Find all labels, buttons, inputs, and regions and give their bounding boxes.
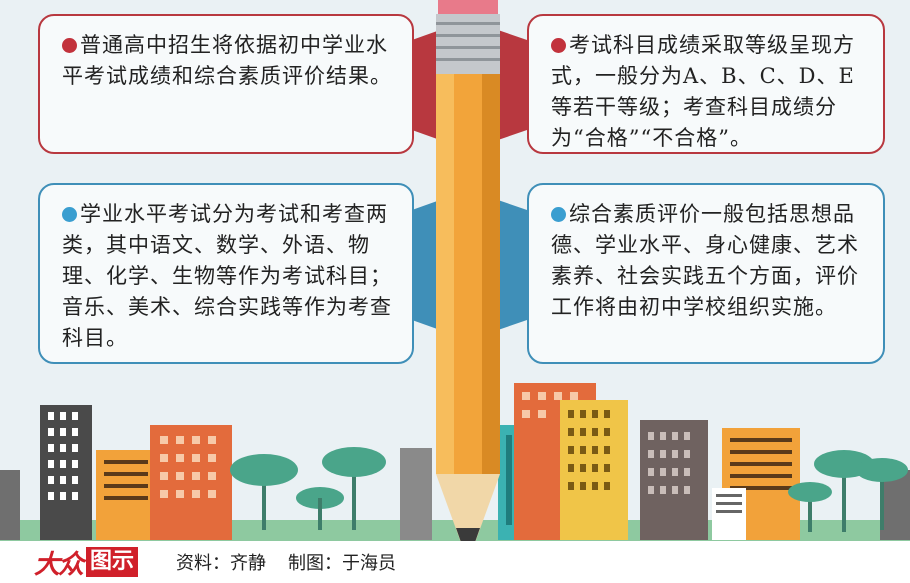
card-text: 考试科目成绩采取等级呈现方式，一般分为A、B、C、D、E等若干等级；考查科目成绩… [551, 33, 855, 150]
blue-bullet-icon [551, 207, 566, 222]
red-bullet-icon [551, 38, 566, 53]
blue-bullet-icon [62, 207, 77, 222]
logo-text-tushi: 图示 [86, 547, 139, 577]
credits: 资料：齐静 制图：于海员 [176, 549, 418, 575]
card-text: 普通高中招生将依据初中学业水平考试成绩和综合素质评价结果。 [62, 33, 392, 88]
info-card-evaluation: 综合素质评价一般包括思想品德、学业水平、身心健康、艺术素养、社会实践五个方面，评… [527, 183, 885, 364]
red-bullet-icon [62, 38, 77, 53]
logo-text-dazhong: 大众 [34, 549, 84, 580]
card-text: 综合素质评价一般包括思想品德、学业水平、身心健康、艺术素养、社会实践五个方面，评… [551, 202, 859, 319]
info-card-admission: 普通高中招生将依据初中学业水平考试成绩和综合素质评价结果。 [38, 14, 414, 154]
footer-bar [0, 541, 910, 583]
info-card-grading: 考试科目成绩采取等级呈现方式，一般分为A、B、C、D、E等若干等级；考查科目成绩… [527, 14, 885, 154]
info-card-subjects: 学业水平考试分为考试和考查两类，其中语文、数学、外语、物理、化学、生物等作为考试… [38, 183, 414, 364]
card-text: 学业水平考试分为考试和考查两类，其中语文、数学、外语、物理、化学、生物等作为考试… [62, 202, 392, 350]
maker-credit: 制图：于海员 [288, 553, 396, 574]
source-credit: 资料：齐静 [176, 553, 266, 574]
dazhong-tushi-logo: 大众 图示 [34, 546, 139, 580]
